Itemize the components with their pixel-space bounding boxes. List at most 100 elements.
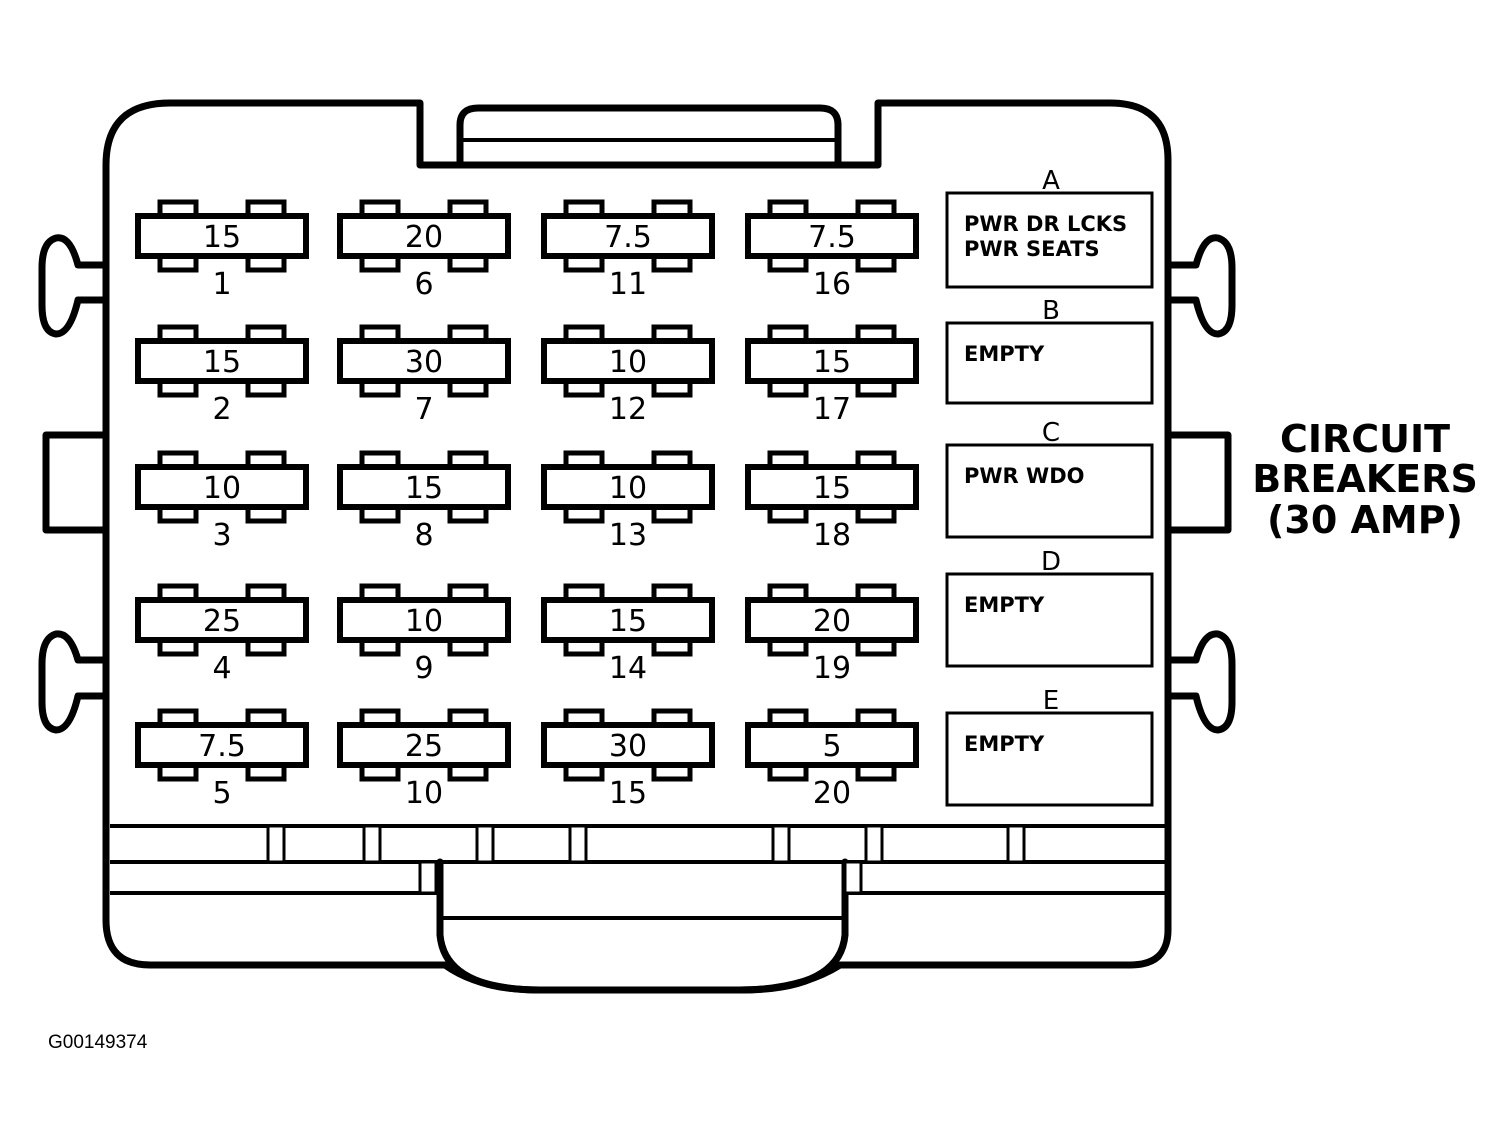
fuse-body <box>135 213 309 259</box>
circuit-breaker-letter: D <box>1041 547 1061 577</box>
fuse-rating: 10 <box>203 471 241 506</box>
fuse-7: 307 <box>337 324 511 427</box>
fuse-number: 11 <box>609 267 647 302</box>
fuse-body <box>135 338 309 384</box>
fuse-body <box>337 722 511 768</box>
circuit-breaker-label: PWR WDO <box>964 464 1084 488</box>
fuse-number: 4 <box>212 651 231 686</box>
fuse-body <box>337 597 511 643</box>
fuse-number: 20 <box>813 776 851 811</box>
fuse-number: 18 <box>813 518 851 553</box>
figure-id: G00149374 <box>48 1032 148 1053</box>
circuit-breaker-letter: A <box>1042 166 1060 196</box>
fuse-3: 103 <box>135 450 309 553</box>
fuse-2: 152 <box>135 324 309 427</box>
fuse-body <box>135 722 309 768</box>
fuse-number: 19 <box>813 651 851 686</box>
circuit-breaker-c: C PWR WDO <box>945 418 1154 539</box>
fuse-body <box>541 338 715 384</box>
fuse-rating: 5 <box>822 729 841 764</box>
left-clip-top <box>38 234 110 338</box>
fuse-body <box>745 597 919 643</box>
fuse-rating: 15 <box>405 471 443 506</box>
fuse-rating: 10 <box>405 604 443 639</box>
circuit-breaker-label: EMPTY <box>964 342 1045 366</box>
fuse-number: 8 <box>414 518 433 553</box>
fuse-rating: 30 <box>609 729 647 764</box>
fuse-rating: 15 <box>813 345 851 380</box>
right-clip-middle <box>1164 431 1232 534</box>
fuse-number: 14 <box>609 651 647 686</box>
circuit-breaker-letter: C <box>1042 418 1060 448</box>
circuit-breaker-label: PWR DR LCKS <box>964 212 1127 236</box>
fuse-number: 1 <box>212 267 231 302</box>
fuse-number: 15 <box>609 776 647 811</box>
fuse-rating: 7.5 <box>604 220 652 255</box>
circuit-breaker-label: EMPTY <box>964 732 1045 756</box>
fuse-6: 206 <box>337 199 511 302</box>
fuse-body <box>337 338 511 384</box>
circuit-breaker-slot <box>945 191 1154 289</box>
fuse-rating: 15 <box>813 471 851 506</box>
circuit-breaker-b: B EMPTY <box>945 296 1154 405</box>
fuse-rating: 7.5 <box>198 729 246 764</box>
fuse-number: 10 <box>405 776 443 811</box>
fuse-9: 109 <box>337 583 511 686</box>
fuse-1: 151 <box>135 199 309 302</box>
fuse-body <box>135 464 309 510</box>
fuse-number: 16 <box>813 267 851 302</box>
fuse-number: 7 <box>414 392 433 427</box>
fuse-16: 7.516 <box>745 199 919 302</box>
fuse-number: 6 <box>414 267 433 302</box>
fuse-rating: 30 <box>405 345 443 380</box>
fuse-20: 520 <box>745 708 919 811</box>
fuse-rating: 25 <box>405 729 443 764</box>
fuse-body <box>541 722 715 768</box>
bottom-connector-strip <box>110 824 1166 994</box>
circuit-breaker-slot <box>945 443 1154 539</box>
fuse-number: 13 <box>609 518 647 553</box>
fuse-number: 3 <box>212 518 231 553</box>
fuse-5: 7.55 <box>135 708 309 811</box>
fuse-rating: 15 <box>203 345 241 380</box>
left-clip-middle <box>42 431 110 534</box>
circuit-breaker-slot <box>945 321 1154 405</box>
circuit-breaker-label: EMPTY <box>964 593 1045 617</box>
fuse-body <box>745 213 919 259</box>
fuse-body <box>745 338 919 384</box>
circuit-breaker-slot <box>945 711 1154 807</box>
fuse-rating: 25 <box>203 604 241 639</box>
circuit-breaker-slot <box>945 572 1154 668</box>
fuse-number: 9 <box>414 651 433 686</box>
fuse-body <box>135 597 309 643</box>
right-clip-top <box>1164 234 1236 338</box>
circuit-breaker-d: D EMPTY <box>945 547 1154 668</box>
fuse-11: 7.511 <box>541 199 715 302</box>
circuit-breakers-title-line-1: CIRCUIT <box>1280 417 1450 461</box>
fuse-body <box>745 722 919 768</box>
right-clip-bottom <box>1164 630 1236 734</box>
fuse-number: 17 <box>813 392 851 427</box>
fuse-rating: 15 <box>609 604 647 639</box>
fuse-rating: 7.5 <box>808 220 856 255</box>
fuse-rating: 15 <box>203 220 241 255</box>
fuse-body <box>745 464 919 510</box>
fuse-body <box>337 464 511 510</box>
fuse-rating: 10 <box>609 345 647 380</box>
circuit-breaker-letter: B <box>1042 296 1060 326</box>
top-latch <box>456 104 842 169</box>
fuse-body <box>337 213 511 259</box>
fuse-number: 5 <box>212 776 231 811</box>
fuse-grid: 1511521032547.5520630715810925107.511101… <box>135 199 919 811</box>
